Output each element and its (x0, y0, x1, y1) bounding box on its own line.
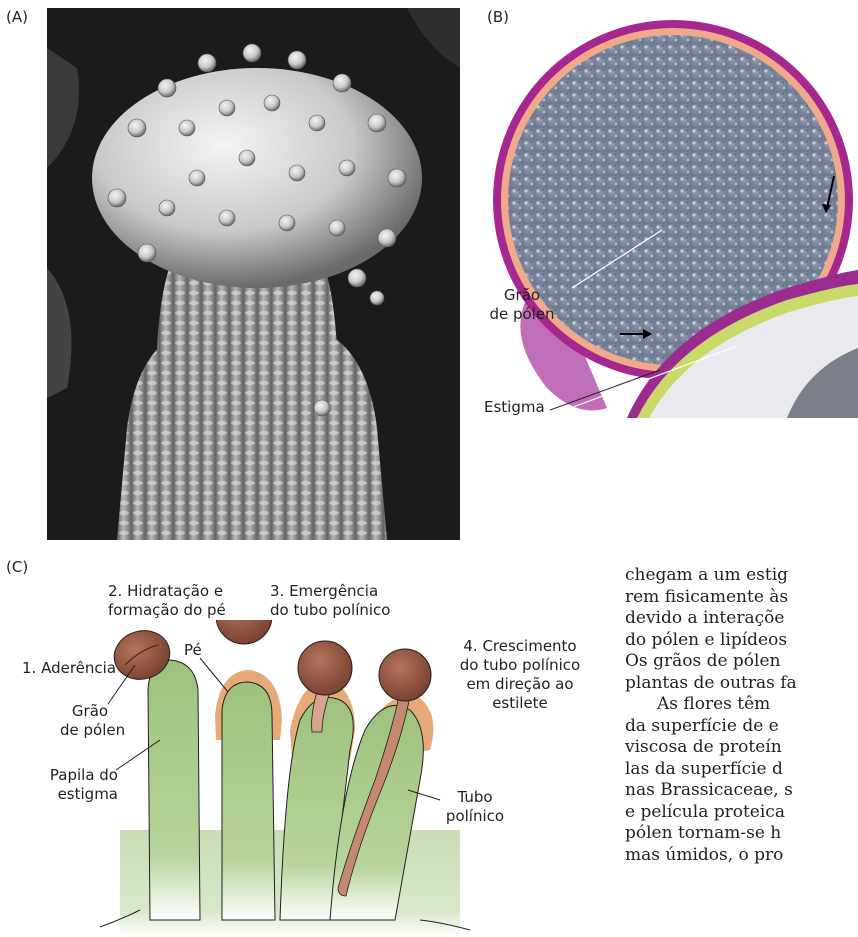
body-line: rem fisicamente às (625, 587, 858, 609)
pollen-grain-2 (216, 620, 272, 644)
body-line: plantas de outras fa (625, 673, 858, 695)
leader-pe (200, 658, 228, 692)
papilla-2 (222, 682, 275, 920)
body-line: mas úmidos, o pro (625, 845, 858, 867)
body-line: nas Brassicaceae, s (625, 780, 858, 802)
label-estigma: Estigma (484, 398, 545, 417)
body-line: da superfície de e (625, 716, 858, 738)
step-3-label: 3. Emergência do tubo polínico (270, 582, 390, 620)
pollen-micrograph (487, 8, 858, 418)
panel-a-letter: (A) (6, 8, 28, 26)
body-line: devido a interaçõe (625, 608, 858, 630)
step-2-label: 2. Hidratação e formação do pé (108, 582, 226, 620)
stigma-sem-micrograph (47, 8, 460, 540)
label-papila: Papila do estigma (6, 766, 118, 804)
body-line: chegam a um estig (625, 565, 858, 587)
body-line: As flores têm (625, 694, 858, 716)
body-line: viscosa de proteín (625, 737, 858, 759)
body-line: pólen tornam-se h (625, 823, 858, 845)
body-line: do pólen e lipídeos (625, 630, 858, 652)
pollen-grain-4 (379, 649, 431, 701)
body-line: e película proteica (625, 802, 858, 824)
label-grao-b: Grão de pólen (487, 286, 557, 324)
pollen-grain-3 (298, 641, 352, 695)
body-line: las da superfície d (625, 759, 858, 781)
step-1-label: 1. Aderência (22, 659, 116, 678)
label-pe: Pé (184, 641, 202, 660)
body-text: chegam a um estig rem fisicamente às dev… (625, 565, 858, 866)
label-grao-c: Grão de pólen (60, 702, 120, 740)
papilla-1 (148, 660, 200, 920)
leader-estigma-ext (550, 370, 670, 420)
body-line: Os grãos de pólen (625, 651, 858, 673)
label-tubo: Tubo polínico (440, 788, 510, 826)
panel-c-letter: (C) (6, 558, 28, 576)
step-4-label: 4. Crescimento do tubo polínico em direç… (445, 637, 595, 713)
